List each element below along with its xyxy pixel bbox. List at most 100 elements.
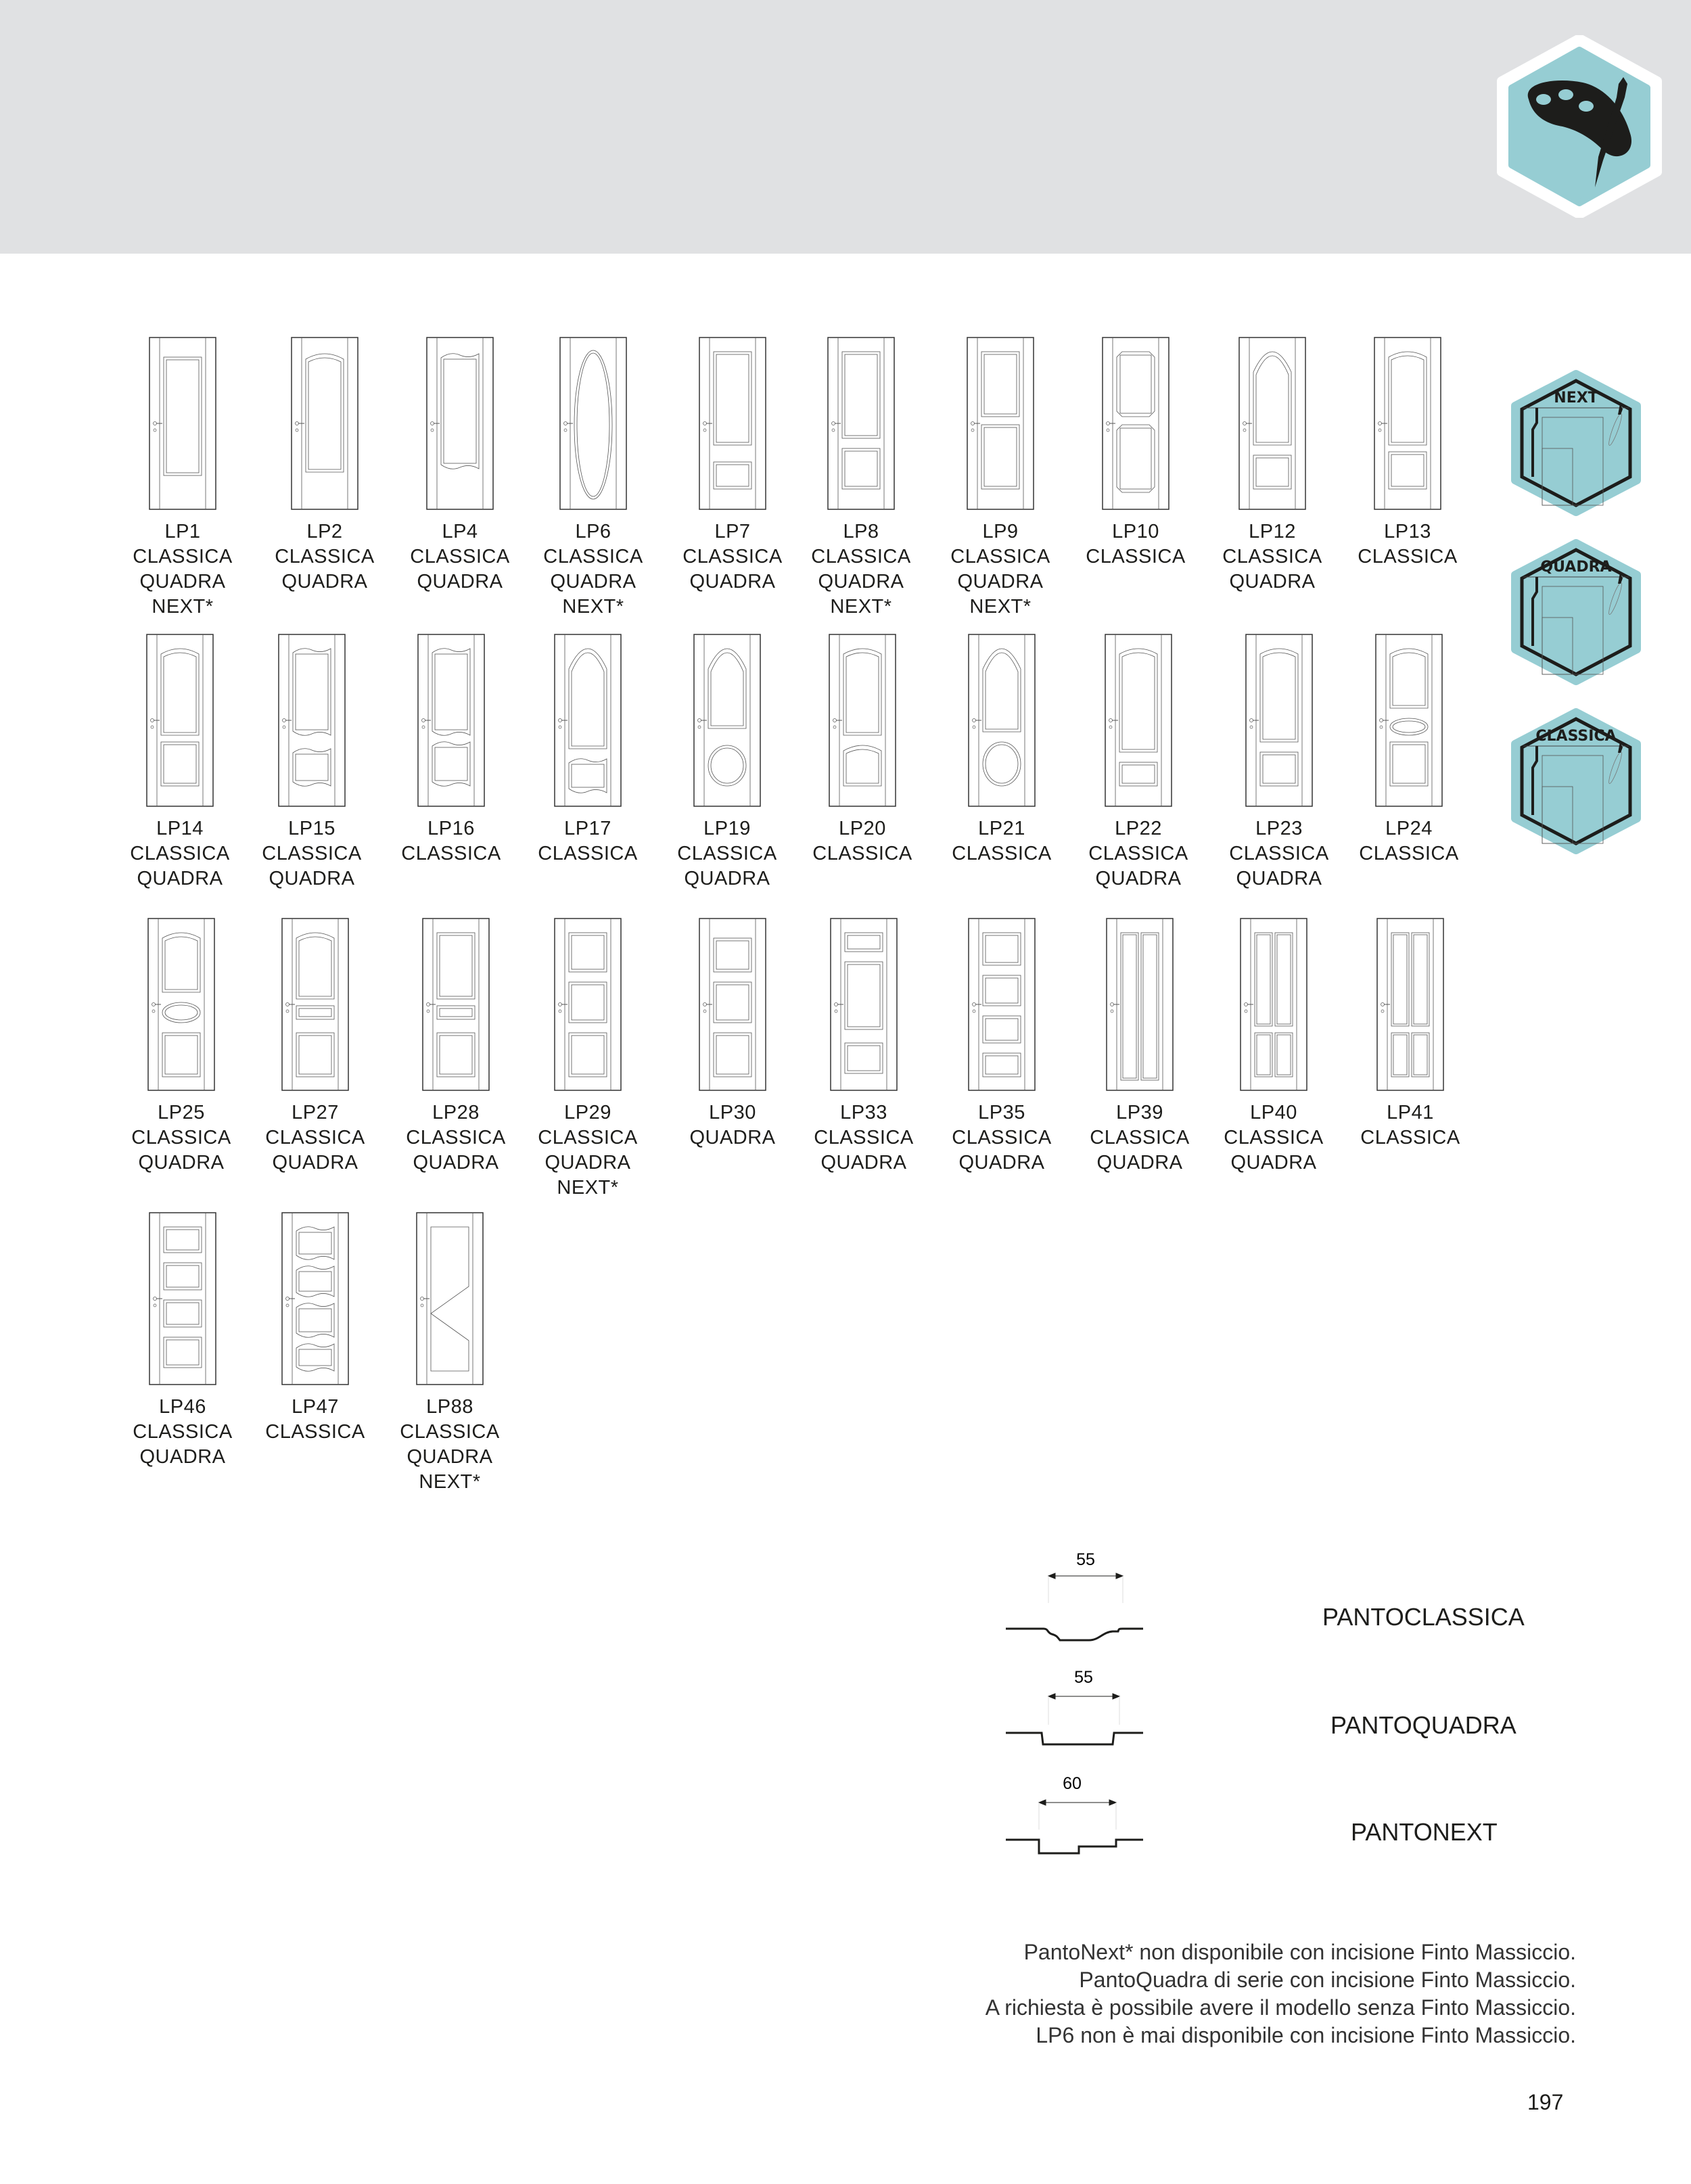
door-drawing bbox=[426, 337, 494, 510]
door-finish: CLASSICA bbox=[1222, 546, 1322, 567]
door-finish: CLASSICA bbox=[133, 546, 233, 567]
profile-badge-quadra: QUADRA bbox=[1508, 538, 1644, 687]
door-code: LP6 bbox=[575, 521, 611, 542]
door-code: LP9 bbox=[982, 521, 1019, 542]
door-finish: CLASSICA bbox=[1359, 843, 1459, 864]
door-finish: CLASSICA bbox=[952, 1127, 1052, 1148]
door-finish: QUADRA bbox=[269, 868, 355, 889]
door-drawing bbox=[829, 634, 896, 807]
door-code: LP7 bbox=[714, 521, 751, 542]
door-drawing bbox=[1102, 337, 1169, 510]
door-code: LP1 bbox=[164, 521, 201, 542]
door-drawing bbox=[1106, 918, 1174, 1091]
door-finish: QUADRA bbox=[689, 1127, 776, 1148]
profile-section: 55 55 60 PANTOCLASSICA PANTOQUADRA PANTO… bbox=[994, 1535, 1590, 1860]
profile-name: PANTOCLASSICA bbox=[1322, 1603, 1525, 1631]
door-finish: CLASSICA bbox=[133, 1421, 233, 1443]
profile-drawings: 55 55 60 bbox=[1006, 1550, 1143, 1855]
door-drawing bbox=[147, 918, 215, 1091]
door-code: LP39 bbox=[1116, 1102, 1163, 1123]
door-drawing bbox=[1376, 918, 1444, 1091]
door-code: LP10 bbox=[1112, 521, 1159, 542]
door-finish: CLASSICA bbox=[1090, 1127, 1190, 1148]
door-finish: QUADRA bbox=[550, 571, 636, 593]
door-code: LP17 bbox=[564, 818, 611, 839]
profile-name: PANTOQUADRA bbox=[1330, 1711, 1516, 1739]
door-finish: CLASSICA bbox=[1086, 546, 1186, 567]
door-drawing bbox=[699, 918, 766, 1091]
door-drawing bbox=[1240, 918, 1307, 1091]
door-drawing bbox=[1374, 337, 1441, 510]
door-finish: CLASSICA bbox=[543, 546, 643, 567]
footnote: PantoNext* non disponibile con incisione… bbox=[1023, 1940, 1576, 1964]
door-finish: CLASSICA bbox=[275, 546, 375, 567]
door-finish: NEXT* bbox=[830, 596, 892, 618]
profile-badge-classica: CLASSICA bbox=[1508, 707, 1644, 856]
door-finish: QUADRA bbox=[272, 1152, 358, 1174]
door-drawing bbox=[149, 337, 216, 510]
door-finish: CLASSICA bbox=[131, 1127, 231, 1148]
footnotes: PantoNext* non disponibile con incisione… bbox=[986, 1938, 1576, 2049]
door-finish: QUADRA bbox=[684, 868, 770, 889]
door-finish: QUADRA bbox=[1229, 571, 1316, 593]
door-finish: CLASSICA bbox=[538, 843, 638, 864]
door-finish: NEXT* bbox=[419, 1471, 481, 1493]
door-finish: CLASSICA bbox=[1224, 1127, 1324, 1148]
door-finish: QUADRA bbox=[1095, 868, 1182, 889]
door-finish: QUADRA bbox=[138, 1152, 225, 1174]
door-drawing bbox=[281, 918, 349, 1091]
door-finish: QUADRA bbox=[417, 571, 503, 593]
door-finish: QUADRA bbox=[958, 1152, 1045, 1174]
profile-dimension: 55 bbox=[1076, 1550, 1095, 1569]
door-code: LP33 bbox=[840, 1102, 887, 1123]
door-finish: CLASSICA bbox=[538, 1127, 638, 1148]
door-finish: CLASSICA bbox=[410, 546, 510, 567]
door-finish: CLASSICA bbox=[682, 546, 783, 567]
door-code: LP29 bbox=[564, 1102, 611, 1123]
door-code: LP4 bbox=[442, 521, 478, 542]
door-code: LP27 bbox=[292, 1102, 339, 1123]
door-drawing bbox=[830, 918, 898, 1091]
door-code: LP22 bbox=[1115, 818, 1162, 839]
door-code: LP46 bbox=[159, 1396, 206, 1418]
door-finish: QUADRA bbox=[1096, 1152, 1183, 1174]
door-code: LP88 bbox=[426, 1396, 473, 1418]
door-finish: CLASSICA bbox=[1358, 546, 1458, 567]
door-finish: QUADRA bbox=[1236, 868, 1322, 889]
door-finish: NEXT* bbox=[562, 596, 624, 618]
door-drawing bbox=[699, 337, 766, 510]
door-code: LP15 bbox=[288, 818, 335, 839]
door-drawing bbox=[146, 634, 214, 807]
door-finish: QUADRA bbox=[820, 1152, 907, 1174]
door-drawing bbox=[827, 337, 895, 510]
page-number: 197 bbox=[1527, 2090, 1564, 2114]
door-finish: QUADRA bbox=[137, 868, 223, 889]
door-finish: QUADRA bbox=[139, 571, 226, 593]
profile-dimension: 55 bbox=[1074, 1668, 1093, 1687]
door-finish: NEXT* bbox=[969, 596, 1032, 618]
door-finish: CLASSICA bbox=[1229, 843, 1329, 864]
door-finish: NEXT* bbox=[152, 596, 214, 618]
door-code: LP2 bbox=[306, 521, 343, 542]
